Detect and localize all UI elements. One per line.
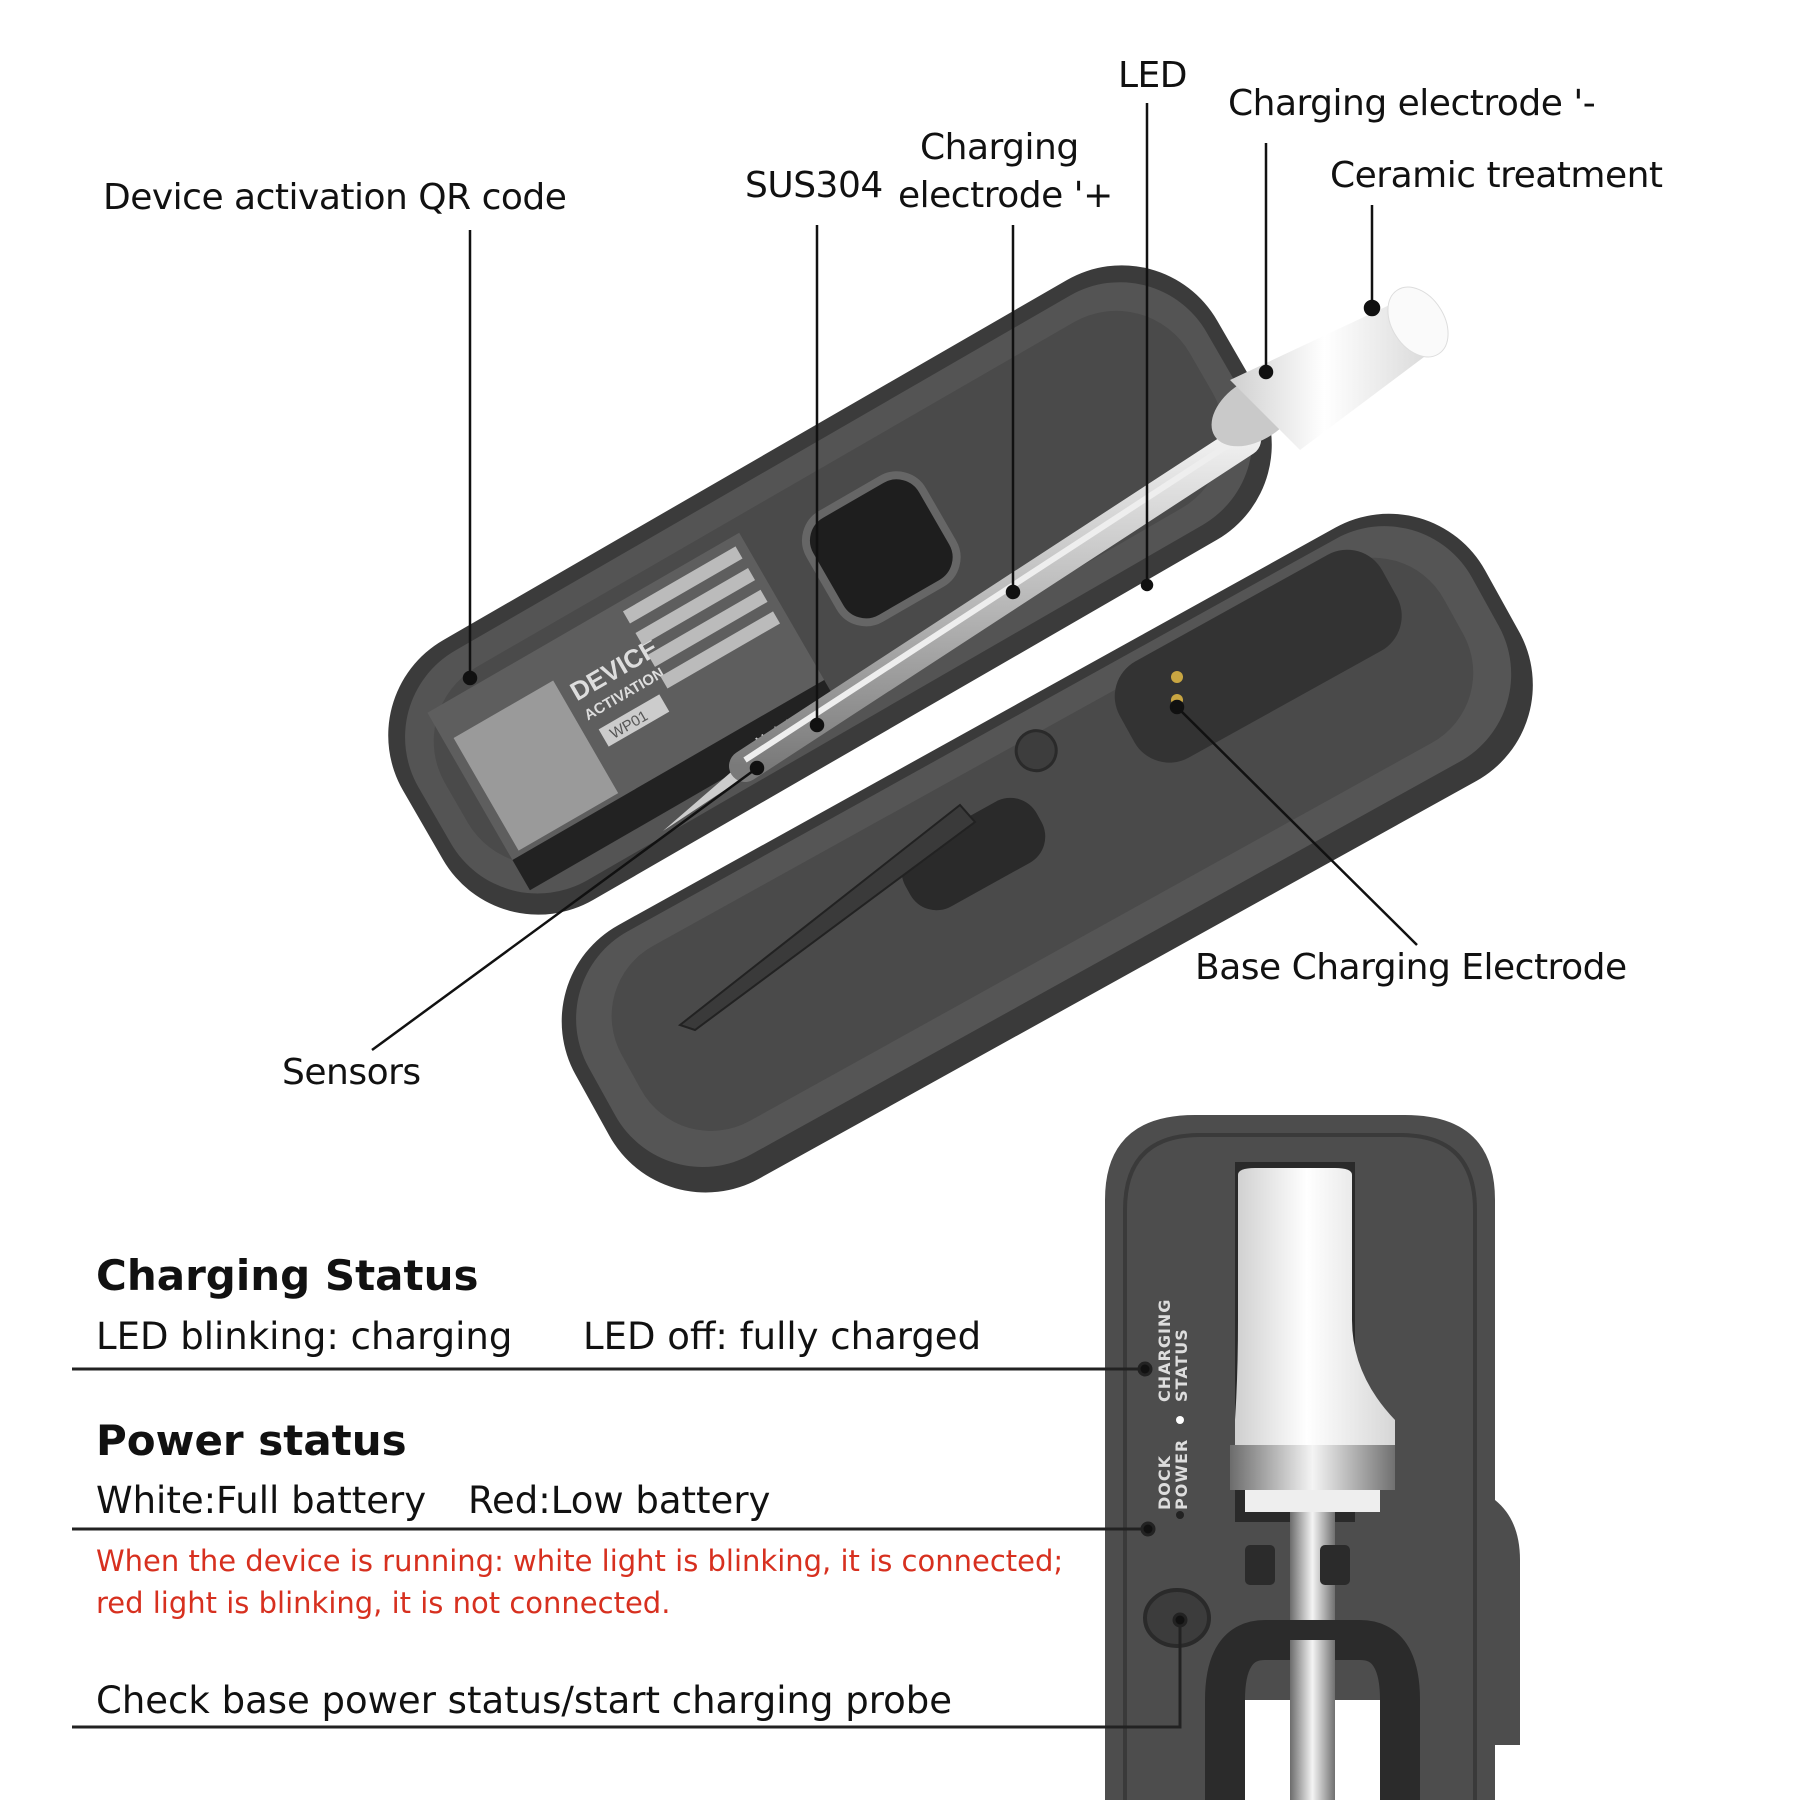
case-lid: DEVICE ACTIVATION WP01 Made in Ch — [388, 265, 1272, 915]
dock-label-charging-status: CHARGING STATUS — [1155, 1299, 1191, 1402]
dock-label-line: STATUS — [1171, 1328, 1191, 1402]
power-status-note-1: When the device is running: white light … — [96, 1544, 1064, 1578]
callout-charging-plus-2: electrode '+ — [898, 175, 1113, 216]
case-base — [561, 513, 1533, 1193]
callout-ceramic: Ceramic treatment — [1330, 155, 1663, 196]
sensor-probe — [677, 803, 977, 1032]
power-status-note-2: red light is blinking, it is not connect… — [96, 1586, 671, 1620]
callout-sus304: SUS304 — [745, 165, 883, 206]
qr-code-image — [453, 680, 619, 851]
callout-sensors: Sensors — [282, 1052, 421, 1093]
button-description: Check base power status/start charging p… — [96, 1679, 953, 1722]
dock-label-dock-power: DOCK POWER — [1155, 1438, 1191, 1510]
callout-led: LED — [1118, 55, 1188, 96]
callout-qr-code: Device activation QR code — [103, 177, 567, 218]
power-status-red: Red:Low battery — [468, 1479, 771, 1522]
charging-status-blinking: LED blinking: charging — [96, 1315, 513, 1358]
status-rules — [72, 1361, 1188, 1729]
charging-status-off: LED off: fully charged — [583, 1315, 982, 1358]
callout-charging-plus-1: Charging — [920, 127, 1079, 168]
power-status-white: White:Full battery — [96, 1479, 427, 1522]
activation-label: DEVICE ACTIVATION WP01 Made in Ch — [427, 532, 842, 891]
dock-closeup — [1105, 1115, 1520, 1800]
power-status-heading: Power status — [96, 1416, 407, 1465]
charging-status-heading: Charging Status — [96, 1251, 479, 1300]
callout-base-electrode: Base Charging Electrode — [1195, 947, 1627, 988]
callout-charging-minus: Charging electrode '- — [1228, 83, 1596, 124]
callout-lines — [371, 103, 1418, 1052]
dock-label-line: POWER — [1171, 1438, 1191, 1510]
probe — [663, 286, 1449, 831]
